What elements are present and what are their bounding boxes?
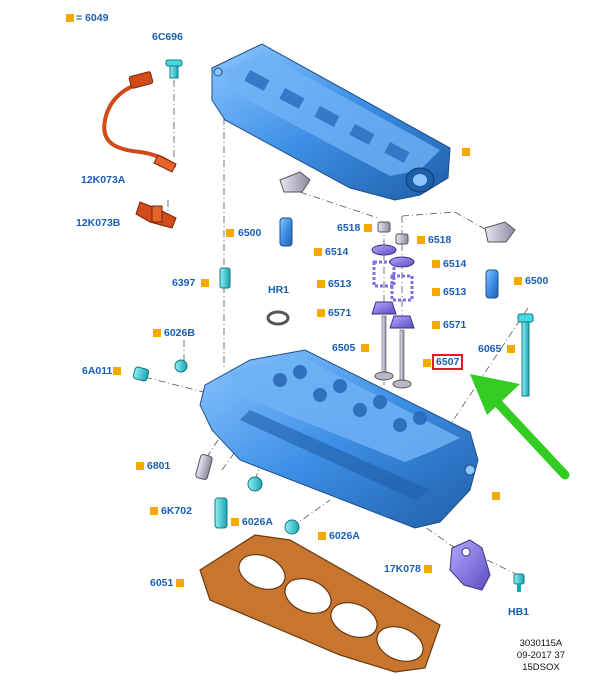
marker-6518-left xyxy=(364,224,372,232)
label-6514-right: 6514 xyxy=(443,258,467,270)
stamp-line-2: 09-2017 37 xyxy=(516,650,565,661)
plug-6026A-1 xyxy=(247,476,263,492)
marker-6500-right xyxy=(514,277,522,285)
label-17K078: 17K078 xyxy=(384,563,421,575)
temperature-sensor-harness xyxy=(102,71,177,173)
dowel-6801 xyxy=(195,454,213,480)
marker-6514-left xyxy=(314,248,322,256)
label-6505: 6505 xyxy=(332,342,356,354)
tappet-6500-left xyxy=(279,217,293,247)
pointer-arrow xyxy=(470,374,570,480)
label-6051: 6051 xyxy=(150,577,174,589)
label-6026B: 6026B xyxy=(164,327,195,339)
label-6513-right: 6513 xyxy=(443,286,467,298)
plug-6026A-2 xyxy=(284,519,300,535)
label-6801: 6801 xyxy=(147,460,171,472)
label-6518-left: 6518 xyxy=(337,222,361,234)
seal-HR1 xyxy=(266,310,290,326)
dowel-6397 xyxy=(219,267,231,289)
marker-6514-right xyxy=(432,260,440,268)
legend-marker xyxy=(66,14,74,22)
label-6C696: 6C696 xyxy=(152,31,183,43)
label-HB1: HB1 xyxy=(508,606,530,618)
marker-6500-left xyxy=(226,229,234,237)
marker-6571-left xyxy=(317,309,325,317)
stamp-line-3: 15DSOX xyxy=(522,662,560,673)
marker-6505 xyxy=(361,344,369,352)
label-6507-highlighted: 6507 xyxy=(432,354,464,370)
marker-6026A-2 xyxy=(318,532,326,540)
drawing-stamp: 3030115A 09-2017 37 15DSOX xyxy=(517,638,565,674)
stamp-line-1: 3030115A xyxy=(519,638,563,649)
marker-6051 xyxy=(176,579,184,587)
bolt-6065 xyxy=(517,313,534,397)
plug-6A011 xyxy=(132,366,150,382)
camshaft-carrier xyxy=(211,43,451,201)
marker-cylinder-head xyxy=(492,492,500,500)
marker-6571-right xyxy=(432,321,440,329)
label-6A011: 6A011 xyxy=(82,365,113,377)
label-HR1: HR1 xyxy=(268,284,290,296)
marker-6026A-1 xyxy=(231,518,239,526)
label-6026A-2: 6026A xyxy=(329,530,360,542)
label-6065: 6065 xyxy=(478,343,502,355)
marker-6507 xyxy=(423,359,431,367)
cylinder-head xyxy=(199,349,479,529)
head-gasket xyxy=(199,534,441,673)
marker-6513-left xyxy=(317,280,325,288)
marker-6026B xyxy=(153,329,161,337)
label-6518-right: 6518 xyxy=(428,234,452,246)
rocker-left xyxy=(279,171,311,193)
legend-text: = 6049 xyxy=(76,12,109,24)
plug-6026B xyxy=(174,359,188,373)
label-6571-right: 6571 xyxy=(443,319,467,331)
label-6K702: 6K702 xyxy=(161,505,192,517)
bracket-17K078 xyxy=(449,539,491,591)
bolt-HB1 xyxy=(513,573,525,592)
valve-stack-right xyxy=(389,233,415,389)
fitting-6K702 xyxy=(214,497,228,529)
label-6514-left: 6514 xyxy=(325,246,349,258)
label-6571-left: 6571 xyxy=(328,307,352,319)
marker-17K078 xyxy=(424,565,432,573)
bolt-6C696 xyxy=(165,59,183,79)
label-6397: 6397 xyxy=(172,277,196,289)
marker-6518-right xyxy=(417,236,425,244)
label-6500-right: 6500 xyxy=(525,275,549,287)
label-6026A-1: 6026A xyxy=(242,516,273,528)
label-12K073B: 12K073B xyxy=(76,217,121,229)
marker-6397 xyxy=(201,279,209,287)
sensor-12K073B xyxy=(135,201,177,229)
marker-6065 xyxy=(507,345,515,353)
rocker-right xyxy=(484,221,516,243)
marker-6A011 xyxy=(113,367,121,375)
marker-6801 xyxy=(136,462,144,470)
label-6513-left: 6513 xyxy=(328,278,352,290)
marker-6K702 xyxy=(150,507,158,515)
marker-6513-right xyxy=(432,288,440,296)
tappet-6500-right xyxy=(485,269,499,299)
label-12K073A: 12K073A xyxy=(81,174,126,186)
valve-stack-left xyxy=(371,221,397,381)
marker-camshaft-carrier xyxy=(462,148,470,156)
label-6500-left: 6500 xyxy=(238,227,262,239)
